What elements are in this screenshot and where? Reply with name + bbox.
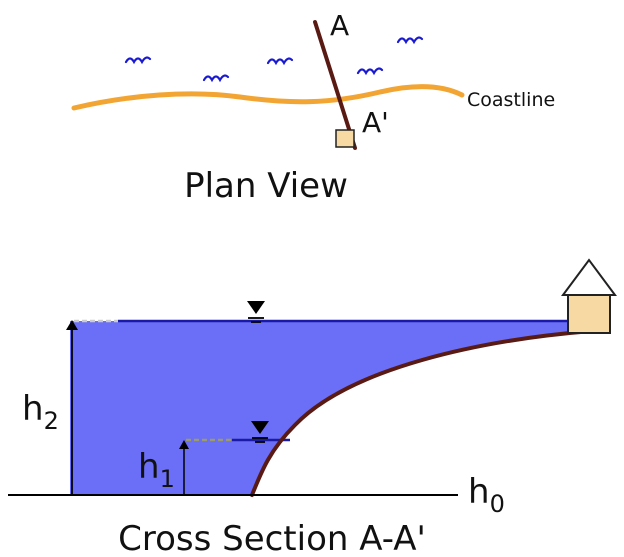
wave-marks [124,36,424,83]
transect-line [313,20,357,150]
wave-icon [202,74,230,83]
cross-section-title: Cross Section A-A' [118,519,426,557]
wave-icon [396,36,424,45]
label-h2: h2 [22,389,59,435]
label-h1: h1 [138,447,175,493]
house-icon [561,258,617,334]
flood-water [70,321,584,495]
h1-arrowhead-icon [179,440,189,449]
label-point-a-prime: A' [362,106,389,139]
label-point-a: A [330,9,349,42]
wave-icon [356,67,384,76]
cross-section: h2 h1 h0 Cross Section A-A' [8,258,617,557]
wave-icon [124,56,152,65]
coastline-label: Coastline [467,89,555,111]
h2-arrowhead-icon [66,320,78,330]
coastline [71,84,465,111]
house-marker [335,129,355,148]
wave-icon [266,57,294,66]
plan-view: A A' Coastline Plan View [71,9,555,206]
plan-view-title: Plan View [184,166,348,206]
ground-profile [250,329,594,497]
label-h0: h0 [468,472,505,518]
water-level-icon [251,421,269,443]
water-level-icon [247,301,265,323]
